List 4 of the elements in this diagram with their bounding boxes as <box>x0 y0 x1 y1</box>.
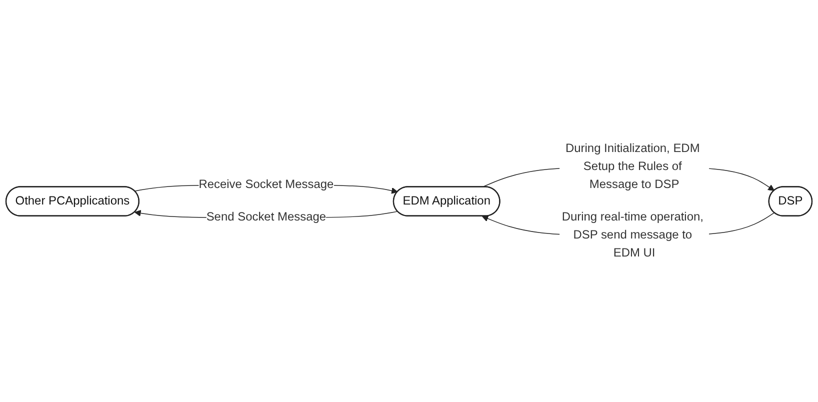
edge-label: During Initialization, EDM Setup the Rules of Message to DSP <box>565 142 700 191</box>
edge-label: Receive Socket Message <box>198 178 334 191</box>
edge-label: During real-time operation, DSP send message to EDM UI <box>562 210 704 260</box>
edge-label: Send Socket Message <box>206 210 326 224</box>
